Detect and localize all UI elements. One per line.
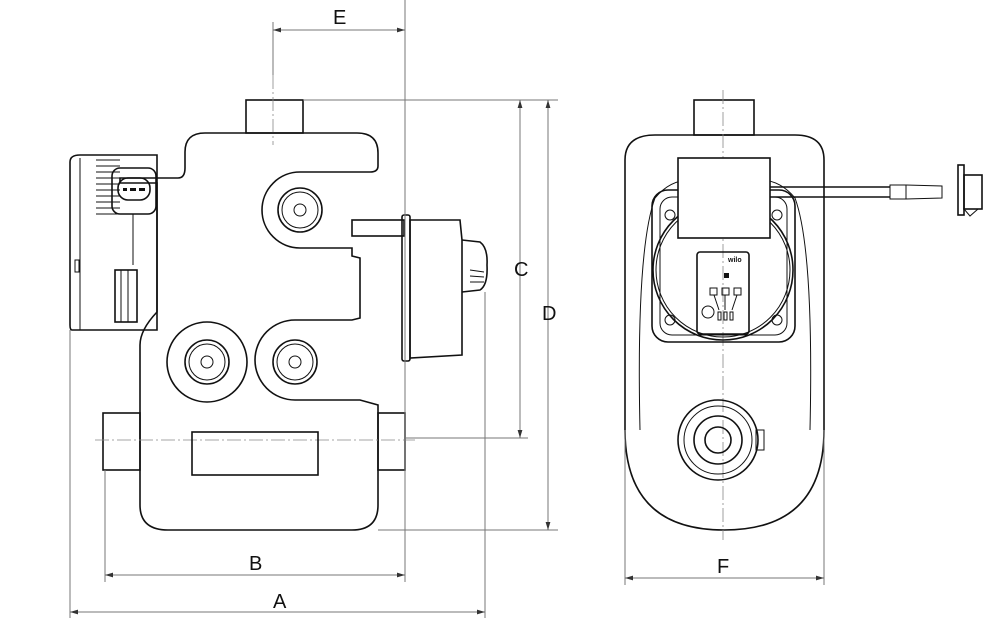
dimension-label-a: A [273, 591, 287, 613]
dimension-label-e: E [333, 7, 346, 29]
motor-shaft [351, 219, 405, 237]
electronics-module [69, 154, 158, 331]
nameplate-window [191, 431, 319, 476]
dimension-label-d: D [542, 303, 556, 325]
plug-connector [111, 167, 157, 215]
electronics-module [677, 157, 771, 239]
motor-flange [401, 214, 411, 362]
pump-body-outline [624, 134, 825, 531]
dimension-label-c: C [514, 259, 528, 281]
top-pipe-stub [693, 99, 755, 136]
dimension-label-f: F [717, 556, 729, 578]
right-pipe-stub [377, 412, 406, 471]
lower-port [677, 399, 765, 481]
dimension-label-b: B [249, 553, 262, 575]
motor-body [409, 219, 463, 359]
pump-body-outline [119, 132, 379, 531]
screw [771, 314, 783, 326]
left-pipe-stub [102, 412, 141, 471]
power-cable [770, 164, 983, 217]
lower-right-boss [272, 339, 318, 385]
screw [771, 209, 783, 221]
lower-left-boss [166, 321, 248, 403]
terminal-block [114, 269, 138, 323]
dimension-lines [69, 0, 825, 618]
front-view: wilo [624, 90, 983, 540]
control-panel: wilo [696, 251, 750, 335]
screw [664, 209, 676, 221]
cooling-fins [96, 159, 120, 215]
cable-plug [957, 164, 965, 216]
wilo-logo: wilo [727, 257, 742, 264]
upper-boss [277, 187, 323, 233]
motor-knob [461, 239, 488, 293]
side-view [69, 75, 488, 531]
top-pipe-stub [245, 99, 304, 134]
